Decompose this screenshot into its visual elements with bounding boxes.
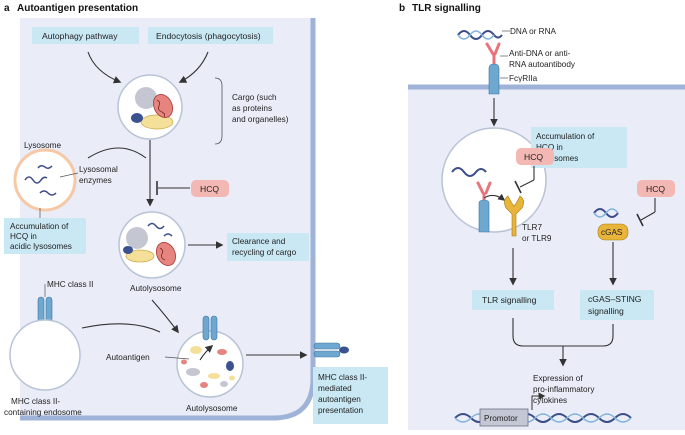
endocytosis-box: [148, 27, 273, 44]
enzymes-pointer: [59, 172, 79, 178]
hcq-box-b2: [637, 180, 675, 197]
dna-antibody-complex-inside: [451, 167, 506, 233]
mhc-endosome: [9, 319, 81, 391]
arrow-autolysosome-down: [151, 299, 179, 334]
accumulation-label-b: Accumulation of HCQ in endosomes: [536, 132, 597, 163]
mhc-class-ii-label: MHC class II: [47, 280, 93, 289]
endosome-b: [441, 127, 547, 233]
autoantigen-label: Autoantigen: [106, 353, 150, 362]
antibody-label: Anti-DNA or anti- RNA autoantibody: [509, 49, 576, 69]
autolysosome-2: [176, 315, 244, 398]
panel-b-title: TLR signalling: [412, 3, 481, 14]
hcq-box-a: [191, 180, 229, 197]
cargo-label: Cargo (such as proteins and organelles): [232, 93, 289, 124]
tlr-signalling-label: TLR signalling: [482, 295, 537, 305]
accumulation-label-a: Accumulation of HCQ in acidic lysosomes: [10, 222, 72, 251]
autophagy-box: [32, 27, 139, 44]
hcq-box-b1: [516, 148, 554, 165]
enzymes-label: Lysosomal enzymes: [79, 165, 120, 185]
cargo-bracket: [214, 77, 223, 145]
expression-label: Expression of pro-inflammatory cytokines: [533, 374, 597, 405]
hcq-inhibit-b1-angle: [519, 179, 535, 188]
clearance-box: [227, 233, 309, 261]
endocytosis-label: Endocytosis (phagocytosis): [156, 31, 261, 41]
transcription-start: [531, 392, 546, 410]
tlr7-receptor: [504, 195, 524, 237]
fcgr-receptor: [488, 63, 500, 95]
clearance-label: Clearance and recycling of cargo: [232, 237, 297, 257]
arrow-endosome-fusion: [81, 323, 161, 333]
cgas-sting-box: [580, 290, 654, 320]
mhc-surface-molecule: [313, 342, 349, 358]
panel-a-letter: a: [4, 3, 10, 14]
merge-left: [512, 318, 563, 347]
mhc-class-ii-molecule: [37, 296, 53, 323]
dna-cytosolic-2: [593, 208, 619, 218]
autoantigen-pointer: [164, 356, 190, 360]
tlr-signalling-box: [472, 290, 554, 310]
autophagy-label: Autophagy pathway: [42, 31, 118, 41]
autophagosome: [117, 74, 183, 140]
presentation-label: MHC class II- mediated autoantigen prese…: [318, 373, 369, 415]
autolysosome-1: [118, 211, 186, 279]
accumulation-box-a: [4, 218, 86, 254]
hcq-label-a: HCQ: [200, 184, 219, 194]
hcq-label-b1: HCQ: [524, 152, 543, 162]
panel-a-title: Autoantigen presentation: [17, 3, 138, 14]
panel-b-letter: b: [399, 3, 405, 14]
hcq-label-b2: HCQ: [646, 184, 665, 194]
fcgr-label: FcγRIIa: [509, 74, 538, 83]
cell-a-membrane: [20, 18, 316, 421]
hcq-inhibit-b2-angle: [640, 211, 656, 221]
lysosome-label: Lysosome: [24, 141, 61, 150]
cgas-label: cGAS: [601, 228, 623, 237]
tlr7-label: TLR7 or TLR9: [522, 223, 552, 243]
promotor-label: Promotor: [484, 414, 518, 423]
hcq-inhibit-b1-bar: [514, 180, 522, 194]
promotor-box: [479, 408, 529, 427]
lysosome: [13, 148, 77, 212]
autolysosome-2-label: Autolysosome: [186, 404, 238, 413]
endosome-label: MHC class II- containing endosome: [4, 397, 82, 417]
dna-rna-label: DNA or RNA: [510, 27, 556, 36]
autoantibody: [485, 42, 501, 66]
cgas-sting-label: cGAS–STING signalling: [588, 294, 644, 316]
cgas-enzyme: [597, 223, 629, 241]
presentation-box: [313, 367, 388, 424]
arrow-lysosome-fusion: [87, 147, 147, 159]
autolysosome-1-label: Autolysosome: [130, 284, 182, 293]
merge-right: [563, 324, 614, 347]
dna-strand-top-2: [457, 30, 495, 40]
hcq-inhibit-b2-bar: [636, 213, 644, 227]
arrow-autophagy: [87, 51, 122, 84]
arrow-endocytosis: [178, 51, 209, 83]
